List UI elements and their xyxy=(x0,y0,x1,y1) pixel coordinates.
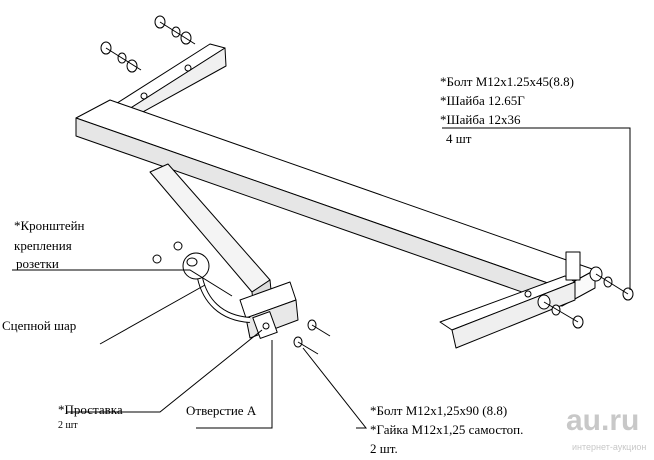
leader-top-right xyxy=(442,127,631,290)
long-bolts xyxy=(293,319,331,355)
label-ball: Сцепной шар xyxy=(2,318,77,333)
label-bottom-right-line2: *Гайка М12х1,25 самостоп. xyxy=(370,422,524,437)
label-top-right-line2: *Шайба 12.65Г xyxy=(440,93,525,108)
label-top-right-line3: *Шайба 12х36 xyxy=(440,112,521,127)
label-hole: Отверстие А xyxy=(186,403,257,418)
leader-hole xyxy=(196,340,273,429)
leader-spacer xyxy=(66,329,263,413)
label-bottom-right-line1: *Болт М12х1,25х90 (8.8) xyxy=(370,403,508,418)
leader-bracket xyxy=(12,269,233,297)
label-spacer: *Проставка xyxy=(58,402,123,417)
leader-ball xyxy=(99,284,206,345)
tow-ball xyxy=(182,252,210,280)
label-top-right-qty: 4 шт xyxy=(446,131,472,146)
label-top-right-line1: *Болт М12х1.25х45(8.8) xyxy=(440,74,574,89)
label-bottom-right-qty: 2 шт. xyxy=(370,441,398,456)
leader-bottom-right xyxy=(302,347,368,429)
watermark-brand: au.ru xyxy=(566,404,640,437)
right-fasteners xyxy=(537,266,634,329)
watermark-tagline: интернет-аукцион xyxy=(572,442,647,452)
left-fasteners xyxy=(100,15,196,73)
label-bracket-line1: *Кронштейн xyxy=(14,218,85,233)
label-bracket-line3: розетки xyxy=(16,256,59,271)
label-bracket-line2: крепления xyxy=(14,238,72,253)
label-spacer-qty: 2 шт xyxy=(58,420,78,431)
